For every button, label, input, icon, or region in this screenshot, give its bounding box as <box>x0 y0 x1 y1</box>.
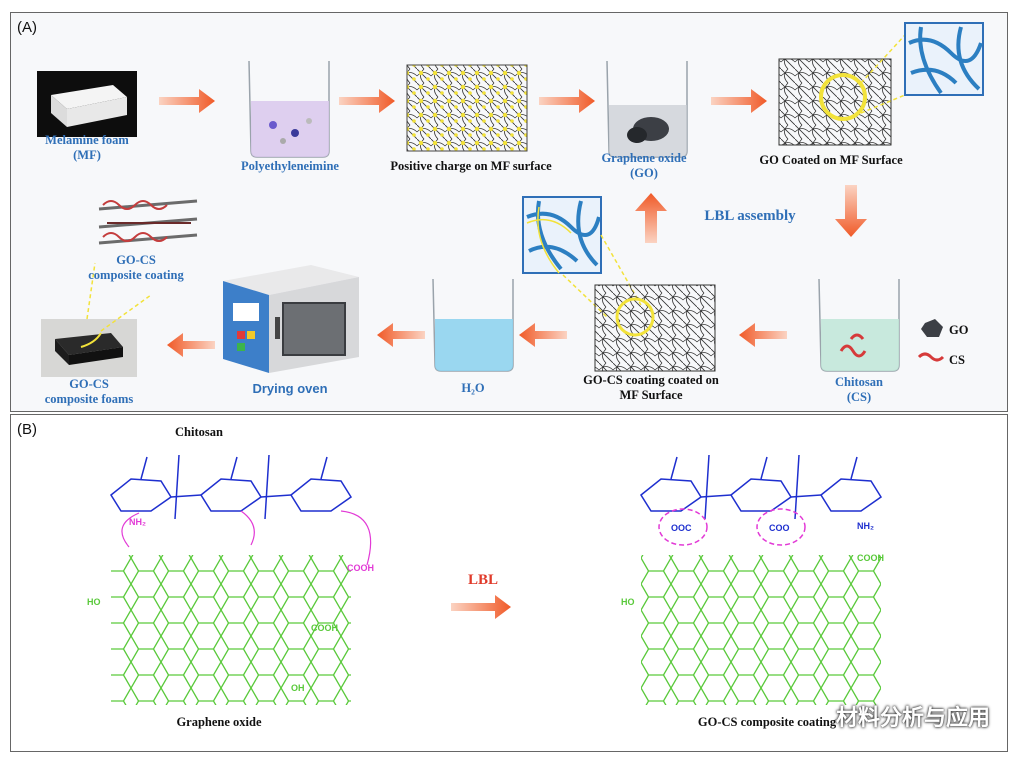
arrow-6 <box>519 323 567 347</box>
zoom-gocs-fibers <box>522 196 602 274</box>
group-coo: COO <box>769 523 790 533</box>
arrow-4 <box>711 89 767 113</box>
label-chitosan: Chitosan(CS) <box>835 375 883 404</box>
group-oh: OH <box>291 683 305 693</box>
panel-a-artwork <box>37 22 984 377</box>
panel-b-label: (B) <box>17 421 37 438</box>
label-chitosan-b: Chitosan <box>175 425 223 439</box>
legend-cs: CS <box>949 353 965 367</box>
arrow-2 <box>339 89 395 113</box>
chitosan-chain-right <box>640 454 883 520</box>
label-water: H₂O <box>461 381 485 395</box>
panel-a: (A) <box>10 12 1008 412</box>
group-ho: HO <box>87 597 101 607</box>
ionic-bond-circle-1 <box>658 508 708 546</box>
arrow-7 <box>377 323 425 347</box>
label-go-coated: GO Coated on MF Surface <box>759 153 903 167</box>
group-cooh-pink: COOH <box>347 563 374 573</box>
arrow-8 <box>167 333 215 357</box>
ionic-bond-circle-2 <box>756 508 806 546</box>
label-lbl: LBL <box>467 572 498 588</box>
beaker-go <box>606 60 688 158</box>
chitosan-chain-left <box>110 454 353 520</box>
foam-positive <box>406 64 528 152</box>
beaker-water <box>432 278 514 372</box>
beaker-pei <box>248 60 330 158</box>
lbl-arrow <box>451 595 511 619</box>
composite-foam-photo <box>41 319 137 377</box>
label-graphene-oxide: Graphene oxide <box>176 715 262 729</box>
label-drying-oven: Drying oven <box>252 381 328 396</box>
beaker-chitosan <box>818 278 900 372</box>
composite-coating-layers <box>98 199 198 245</box>
foam-gocs-coated <box>594 284 716 372</box>
foam-go-coated <box>778 58 892 146</box>
arrow-down <box>835 185 867 237</box>
zoom-go-fibers <box>904 22 984 96</box>
label-composite-coating-b: GO-CS composite coating <box>697 715 837 729</box>
group-cooh-right: COOH <box>857 553 884 563</box>
label-mf: Melamine foam(MF) <box>45 133 129 162</box>
watermark: 材料分析与应用 <box>835 705 990 730</box>
label-pei: Polyethyleneimine <box>241 159 339 173</box>
melamine-foam-photo <box>37 71 137 137</box>
arrow-5 <box>739 323 787 347</box>
label-go: Graphene oxide(GO) <box>601 151 687 180</box>
panel-b-artwork <box>110 454 883 705</box>
arrow-1 <box>159 89 215 113</box>
group-nh2-right: NH₂ <box>857 521 874 531</box>
group-cooh: COOH <box>311 623 338 633</box>
legend-icons <box>917 319 945 362</box>
arrow-3 <box>539 89 595 113</box>
drying-oven <box>223 265 359 373</box>
panel-b: (B) <box>10 414 1008 752</box>
legend-go: GO <box>949 323 969 337</box>
group-ooc: OOC <box>671 523 692 533</box>
amine-links-left <box>121 510 372 566</box>
label-positive: Positive charge on MF surface <box>390 159 552 173</box>
graphene-sheet-right <box>641 555 881 705</box>
label-lbl-assembly: LBL assembly <box>704 208 796 224</box>
group-ho-right: HO <box>621 597 635 607</box>
panel-a-label: (A) <box>17 19 37 36</box>
arrow-up <box>635 193 667 243</box>
graphene-sheet-left <box>111 555 351 705</box>
group-nh2: NH₂ <box>129 517 146 527</box>
